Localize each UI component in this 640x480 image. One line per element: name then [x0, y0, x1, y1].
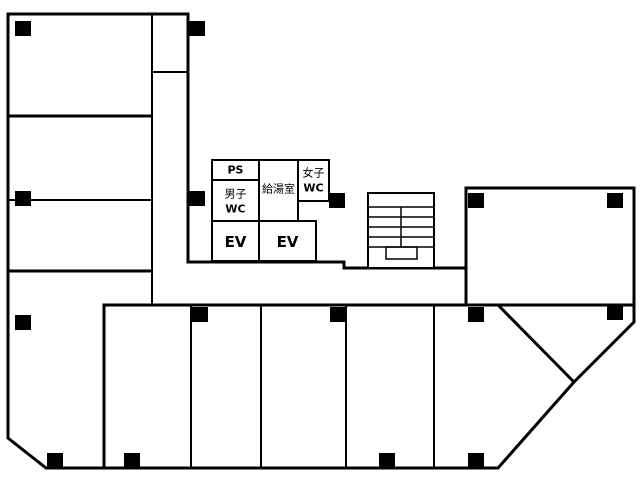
column	[189, 21, 205, 36]
elevator-1-label: EV	[225, 233, 247, 251]
column	[329, 193, 345, 208]
column	[607, 305, 623, 320]
column	[192, 307, 208, 322]
ps-label: PS	[228, 164, 244, 177]
columns	[15, 21, 623, 468]
column	[124, 453, 140, 468]
column	[15, 315, 31, 330]
column	[379, 453, 395, 468]
elevator-1	[211, 220, 260, 262]
column	[189, 191, 205, 206]
column	[15, 21, 31, 36]
column	[47, 453, 63, 468]
elevator-2-label: EV	[277, 233, 299, 251]
column	[15, 191, 31, 206]
staircase	[367, 192, 435, 269]
column	[468, 453, 484, 468]
south-offices-outline	[102, 303, 576, 468]
column	[468, 193, 484, 208]
column	[468, 307, 484, 322]
elevator-2	[258, 220, 317, 262]
building-outline	[6, 12, 636, 470]
mens-wc-label-line1: 男子	[225, 188, 247, 201]
womens-wc-label-line1: 女子	[303, 166, 325, 180]
east-room-outline	[464, 268, 634, 307]
kitchenette-label: 給湯室	[262, 182, 295, 196]
mens-wc-label-line2: WC	[225, 203, 245, 216]
column	[607, 193, 623, 208]
womens-wc	[297, 159, 330, 202]
womens-wc-label-line2: WC	[303, 182, 323, 195]
column	[330, 307, 346, 322]
